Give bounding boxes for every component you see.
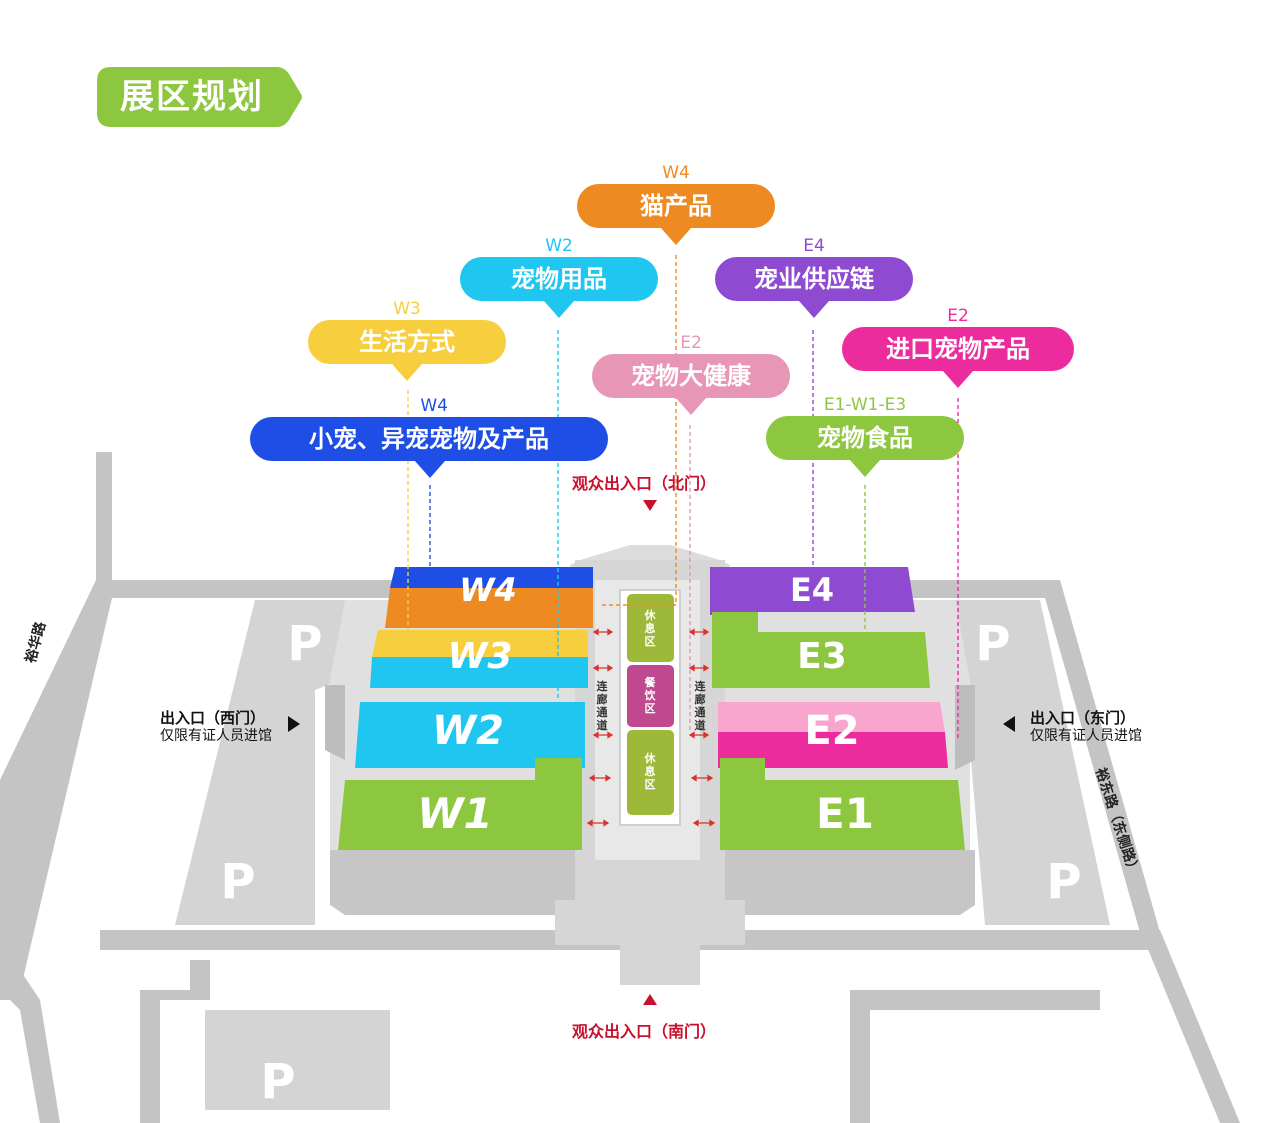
hall-w3-top: [372, 630, 588, 657]
callout-tag: W4: [420, 396, 448, 416]
east-halls: [710, 567, 965, 850]
callout-pointer-icon: [850, 460, 880, 477]
arrowhead-icon: [709, 819, 716, 827]
callout-tag: E4: [803, 236, 825, 256]
hall-w1: [338, 758, 582, 850]
south-gate-arrow-icon: [643, 994, 657, 1005]
callout-label: 宠业供应链: [715, 257, 913, 301]
callout-label: 宠物大健康: [592, 354, 790, 398]
south-gate-label: 观众出入口（南门）: [572, 1022, 717, 1041]
arrowhead-icon: [688, 664, 695, 672]
arrowhead-icon: [607, 628, 614, 636]
callout-pet-food: E1-W1-E3 宠物食品: [766, 394, 964, 477]
arrowhead-icon: [592, 731, 599, 739]
arrowhead-icon: [592, 664, 599, 672]
parking-lot-south: [205, 1010, 390, 1110]
pod-dining: [627, 665, 674, 727]
callout-e2-health: E2 宠物大健康: [592, 332, 790, 415]
west-gate-title: 出入口（西门）: [160, 709, 266, 727]
callout-tag: W3: [393, 299, 421, 319]
center-pods: [627, 594, 674, 815]
callout-label: 宠物用品: [460, 257, 658, 301]
hall-w4-top: [390, 567, 593, 588]
east-gate: 出入口（东门） 仅限有证人员进馆: [1030, 710, 1142, 745]
arrowhead-icon: [703, 628, 710, 636]
arrowhead-icon: [690, 774, 697, 782]
arrowhead-icon: [688, 731, 695, 739]
callout-pointer-icon: [661, 228, 691, 245]
hall-e3: [712, 612, 930, 688]
callout-label: 宠物食品: [766, 416, 964, 460]
west-halls: [338, 567, 593, 850]
hall-w2: [355, 702, 585, 768]
arrowhead-icon: [588, 774, 595, 782]
page-title: 展区规划: [120, 77, 264, 117]
east-gate-note: 仅限有证人员进馆: [1030, 728, 1142, 744]
corridor-arrows: [586, 628, 716, 827]
callout-w2-supplies: W2 宠物用品: [460, 235, 658, 318]
callout-label: 小宠、异宠宠物及产品: [250, 417, 608, 461]
callout-w4-small-pets: W4 小宠、异宠宠物及产品: [250, 395, 608, 478]
callout-pointer-icon: [799, 301, 829, 318]
arrowhead-icon: [586, 819, 593, 827]
arrowhead-icon: [703, 664, 710, 672]
north-gate-label: 观众出入口（北门）: [572, 474, 717, 493]
arrowhead-icon: [688, 628, 695, 636]
east-gate-title: 出入口（东门）: [1030, 709, 1136, 727]
hall-e2-top: [718, 702, 945, 732]
callout-tag: E2: [947, 306, 969, 326]
hall-w4-bottom: [385, 588, 593, 628]
callout-pointer-icon: [392, 364, 422, 381]
callout-pointer-icon: [943, 371, 973, 388]
west-gate-note: 仅限有证人员进馆: [160, 728, 272, 744]
callout-pointer-icon: [544, 301, 574, 318]
west-gate: 出入口（西门） 仅限有证人员进馆: [160, 710, 272, 745]
callout-label: 进口宠物产品: [842, 327, 1074, 371]
leader-lines: [407, 255, 959, 740]
hall-e4: [710, 567, 915, 615]
title-badge: 展区规划: [97, 67, 302, 127]
callout-tag: E2: [680, 333, 702, 353]
pod-label-rest-north: 休息区: [644, 609, 656, 648]
north-gate-arrow-icon: [643, 500, 657, 511]
arrowhead-icon: [692, 819, 699, 827]
callout-pointer-icon: [415, 461, 445, 478]
corridor-label-left: 连廊通道: [596, 680, 608, 732]
pod-label-rest-south: 休息区: [644, 752, 656, 791]
arrowhead-icon: [592, 628, 599, 636]
arrowhead-icon: [607, 731, 614, 739]
arrowhead-icon: [605, 774, 612, 782]
corridor-label-right: 连廊通道: [694, 680, 706, 732]
arrowhead-icon: [707, 774, 714, 782]
arrowhead-icon: [703, 731, 710, 739]
callout-e2-import: E2 进口宠物产品: [842, 305, 1074, 388]
callout-tag: E1-W1-E3: [823, 395, 907, 415]
callout-w3-life: W3 生活方式: [308, 298, 506, 381]
callout-tag: W2: [545, 236, 573, 256]
arrowhead-icon: [607, 664, 614, 672]
east-gate-arrow-icon: [1003, 716, 1015, 732]
hall-w3-bottom: [370, 657, 588, 688]
arrowhead-icon: [603, 819, 610, 827]
callout-e4-supply: E4 宠业供应链: [715, 235, 913, 318]
west-gate-arrow-icon: [288, 716, 300, 732]
pod-label-dining: 餐饮区: [644, 676, 656, 715]
callout-label: 猫产品: [577, 184, 775, 228]
callout-pointer-icon: [676, 398, 706, 415]
parking-lot-east: [935, 600, 1110, 925]
hall-e2-bottom: [718, 732, 948, 768]
pod-rest-south: [627, 730, 674, 815]
parking-lot-west: [175, 600, 365, 925]
callout-label: 生活方式: [308, 320, 506, 364]
pod-rest-north: [627, 594, 674, 662]
callout-tag: W4: [662, 163, 690, 183]
parking-lots: [175, 600, 1110, 1110]
callout-w4-cat: W4 猫产品: [577, 162, 775, 245]
hall-e1: [720, 758, 965, 850]
